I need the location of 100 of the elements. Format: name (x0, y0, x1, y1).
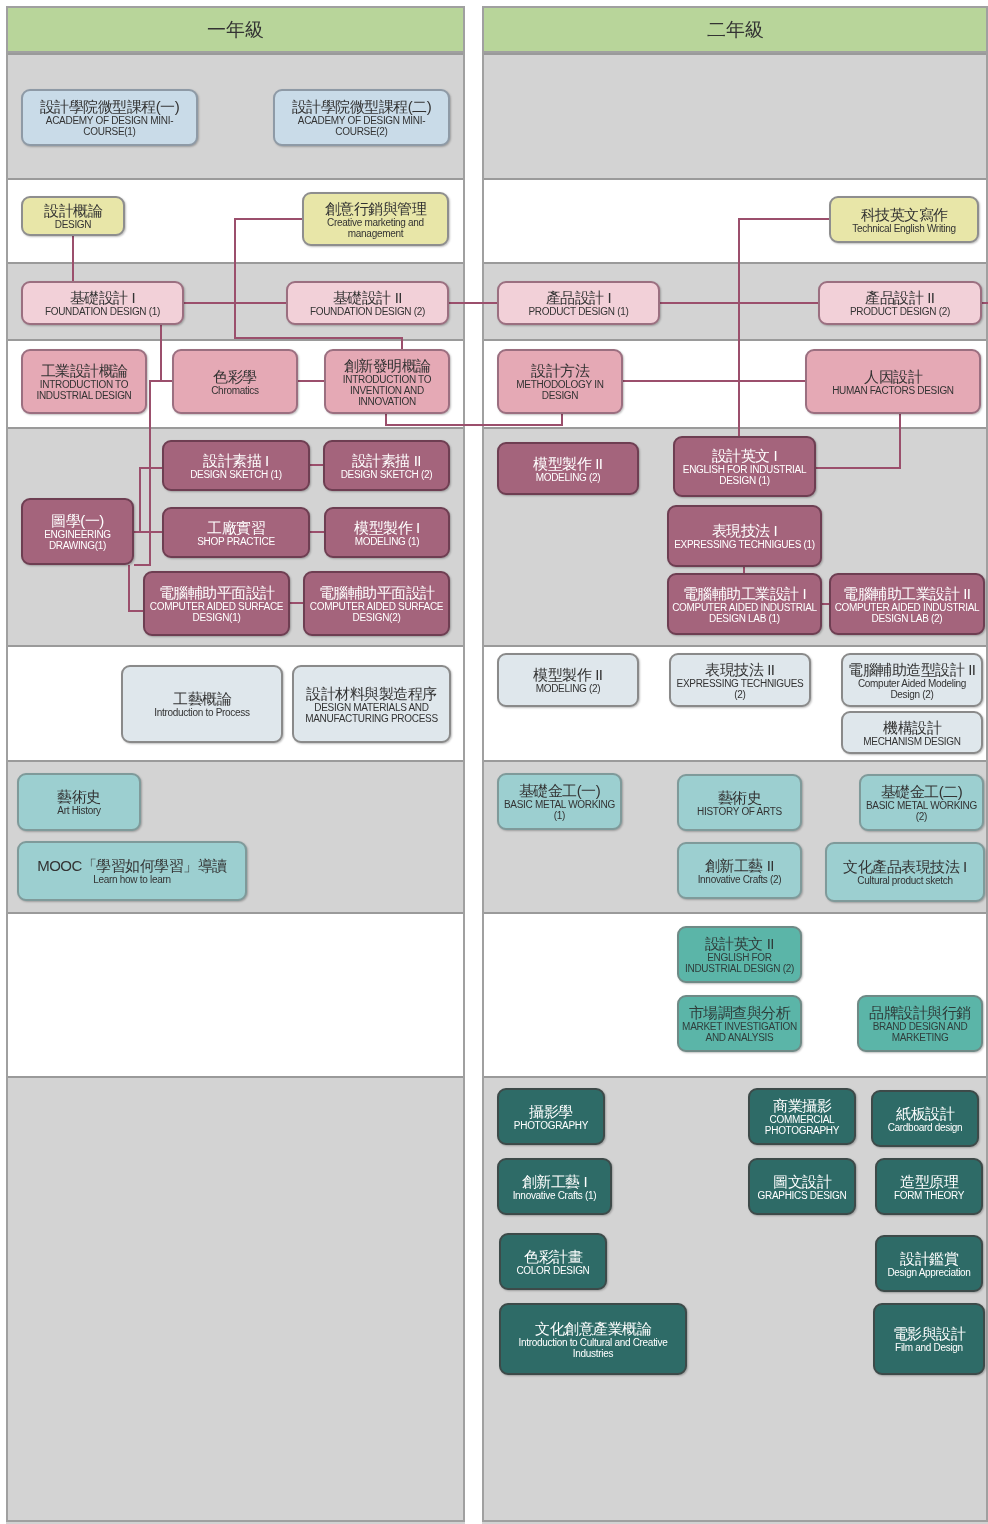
course-subtitle: Cardboard design (887, 1121, 963, 1133)
course-box (497, 281, 660, 325)
course-subtitle: COMPUTER AIDED SURFACE DESIGN(1) (148, 601, 285, 623)
course-box (21, 498, 134, 565)
course-subtitle: ENGINEERING DRAWING(1) (43, 529, 112, 551)
course-title: 模型製作 II (533, 666, 603, 683)
course-title: 色彩學 (213, 367, 257, 385)
course-title: 基礎設計 II (333, 289, 402, 306)
course-subtitle: Design Appreciation (887, 1266, 971, 1278)
course-subtitle: Introduction to Process (154, 707, 250, 718)
course-title: 科技英文寫作 (860, 205, 948, 223)
course-box (875, 1158, 983, 1215)
course-box (21, 281, 184, 325)
course-box (673, 436, 816, 497)
course-box (497, 1158, 612, 1215)
course-title: 基礎金工(一) (518, 782, 601, 799)
course-title: 圖文設計 (773, 1172, 831, 1190)
course-box (499, 1303, 687, 1375)
course-box (748, 1088, 856, 1145)
connector-line (72, 235, 74, 282)
course-box (677, 926, 802, 983)
course-subtitle: COLOR DESIGN (516, 1264, 590, 1276)
course-box (17, 773, 141, 831)
course-title: 機構設計 (883, 718, 941, 736)
course-subtitle: FOUNDATION DESIGN (1) (44, 306, 161, 317)
course-title: 設計方法 (531, 362, 589, 379)
course-title: 產品設計 II (865, 289, 935, 306)
course-subtitle: Film and Design (895, 1342, 963, 1353)
course-title: 設計英文 II (705, 935, 774, 952)
course-title: 紙板設計 (896, 1104, 954, 1122)
course-subtitle: COMPUTER AIDED SURFACE DESIGN(2) (308, 601, 445, 623)
connector-line (821, 603, 830, 605)
course-title: 電腦輔助平面設計 (158, 584, 275, 601)
course-subtitle: MODELING (2) (535, 683, 601, 694)
course-subtitle: MECHANISM DESIGN (863, 735, 961, 747)
course-subtitle: EXPRESSING TECHNIGUES (1) (674, 539, 815, 550)
connector-line (133, 531, 163, 533)
connector-line (128, 564, 144, 612)
course-box (841, 711, 983, 754)
course-box (324, 349, 450, 414)
course-subtitle: Chromatics (211, 384, 259, 396)
course-subtitle: Technical English Writing (852, 222, 956, 234)
course-title: 商業攝影 (773, 1097, 831, 1114)
course-subtitle: SHOP PRACTICE (197, 535, 275, 547)
course-box (303, 571, 450, 636)
course-box (667, 573, 822, 635)
course-subtitle: BASIC METAL WORKING (2) (865, 800, 978, 822)
course-box (21, 349, 147, 414)
connector-line (289, 602, 304, 604)
course-title: 攝影學 (529, 1102, 573, 1120)
connector-line (981, 302, 988, 304)
course-title: 藝術史 (717, 788, 762, 806)
course-title: 工業設計概論 (40, 362, 128, 379)
course-subtitle: Innovative Crafts (2) (697, 873, 782, 885)
course-title: 電腦輔助工業設計 II (843, 584, 971, 602)
course-subtitle: DESIGN MATERIALS AND MANUFACTURING PROCESS (304, 701, 439, 724)
course-title: 色彩計畫 (524, 1247, 582, 1265)
course-subtitle: Introduction to Cultural and Creative Industries (517, 1336, 669, 1359)
course-box (667, 505, 822, 567)
connector-line (815, 413, 901, 469)
course-box (871, 1090, 979, 1147)
course-title: 圖學(一) (51, 512, 104, 529)
course-subtitle: COMPUTER AIDED INDUSTRIAL DESIGN LAB (1) (672, 601, 817, 624)
course-subtitle: Creative marketing and management (326, 216, 425, 239)
course-title: 基礎金工(二) (880, 783, 963, 800)
course-box (859, 774, 984, 831)
year-header (482, 6, 988, 53)
course-box (286, 281, 449, 325)
course-subtitle: MODELING (2) (535, 471, 601, 483)
course-box (17, 841, 247, 901)
year-title: 二年級 (706, 17, 764, 42)
course-title: 人因設計 (864, 367, 922, 385)
course-subtitle: ENGLISH FOR INDUSTRIAL DESIGN (2) (684, 952, 795, 974)
course-box (21, 89, 198, 146)
course-subtitle: INTRODUCTION TO INDUSTRIAL DESIGN (35, 379, 133, 401)
course-title: 創新工藝 II (705, 856, 774, 874)
connector-line (622, 380, 806, 382)
course-subtitle: Innovative Crafts (1) (512, 1189, 597, 1201)
connector-line (234, 218, 403, 350)
course-subtitle: DESIGN (54, 219, 92, 230)
course-title: 產品設計 I (545, 289, 612, 306)
course-subtitle: MODELING (1) (354, 535, 420, 547)
course-box (162, 440, 310, 491)
course-subtitle: MARKET INVESTIGATION AND ANALYSIS (682, 1021, 797, 1043)
course-subtitle: DESIGN SKETCH (1) (190, 468, 282, 480)
course-title: 文化產品表現技法 I (843, 858, 967, 875)
course-subtitle: HUMAN FACTORS DESIGN (832, 384, 954, 396)
course-title: 模型製作 II (533, 454, 603, 472)
course-box (873, 1303, 985, 1375)
connector-line (309, 531, 325, 533)
connector-line (743, 566, 745, 574)
course-box (21, 196, 125, 236)
connector-line (738, 218, 830, 437)
course-subtitle: INTRODUCTION TO INVENTION AND INNOVATION (341, 373, 433, 407)
course-box (829, 196, 979, 243)
year-header (6, 6, 465, 53)
course-subtitle: BRAND DESIGN AND MARKETING (871, 1021, 969, 1043)
course-subtitle: FORM THEORY (893, 1189, 965, 1201)
connector-line (448, 302, 498, 304)
course-box (143, 571, 290, 636)
